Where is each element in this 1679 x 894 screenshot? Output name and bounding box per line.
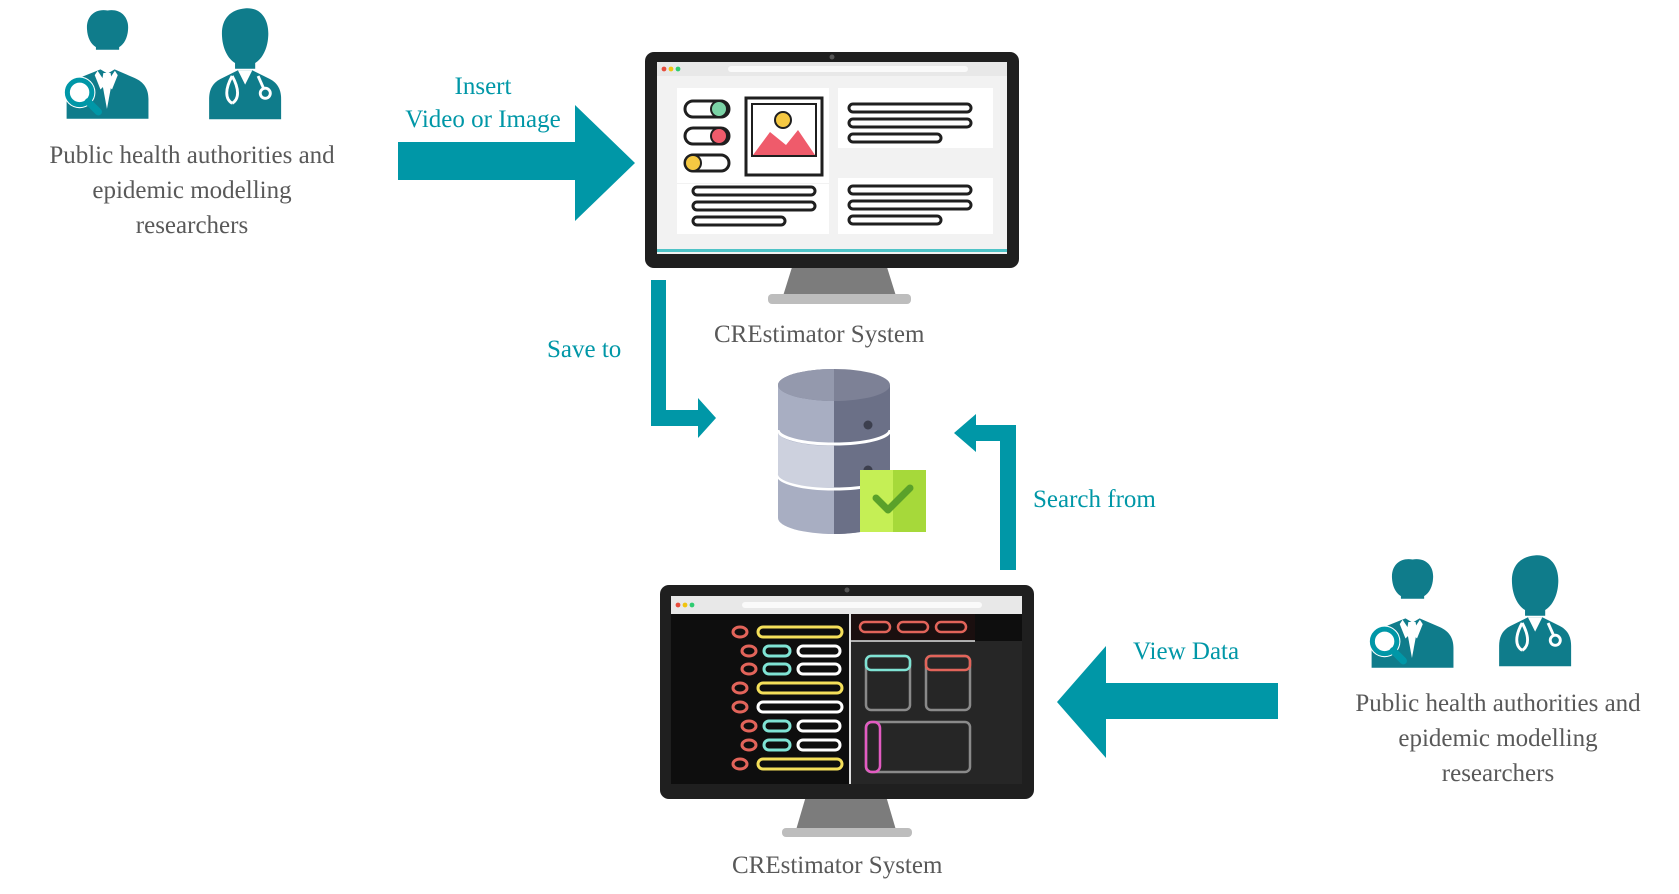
top-system-label: CREstimator System — [714, 321, 925, 348]
doctor-person-icon — [207, 6, 283, 121]
monitor-icon — [645, 52, 1019, 304]
search-arrow-label: Search from — [1033, 486, 1156, 513]
top-users-line-2: epidemic modelling — [92, 177, 292, 204]
insert-arrow-label: Insert Video or Image — [390, 70, 576, 136]
check-icon — [860, 470, 926, 532]
top-users-line-3: researchers — [135, 212, 249, 239]
insert-label-line-1: Insert — [454, 73, 512, 100]
analyst-person-icon — [64, 10, 149, 119]
view-data-arrow-label: View Data — [1133, 638, 1240, 665]
search-arrow — [954, 414, 1016, 570]
bottom-users-line-2: epidemic modelling — [1398, 725, 1598, 752]
save-arrow — [651, 280, 716, 438]
top-users-line-1: Public health authorities and — [49, 142, 335, 169]
doctor-person-icon — [1497, 553, 1573, 668]
insert-arrow — [398, 105, 635, 221]
analyst-person-icon — [1369, 559, 1454, 668]
monitor-icon — [660, 585, 1034, 837]
view-data-arrow — [1057, 646, 1278, 758]
bottom-users-line-3: researchers — [1441, 760, 1555, 787]
insert-label-line-2: Video or Image — [405, 106, 561, 133]
bottom-users-label: Public health authorities and epidemic m… — [1318, 686, 1678, 791]
bottom-users-line-1: Public health authorities and — [1355, 690, 1641, 717]
save-arrow-label: Save to — [547, 336, 622, 363]
bottom-system-label: CREstimator System — [732, 852, 943, 879]
top-users-label: Public health authorities and epidemic m… — [12, 138, 372, 243]
